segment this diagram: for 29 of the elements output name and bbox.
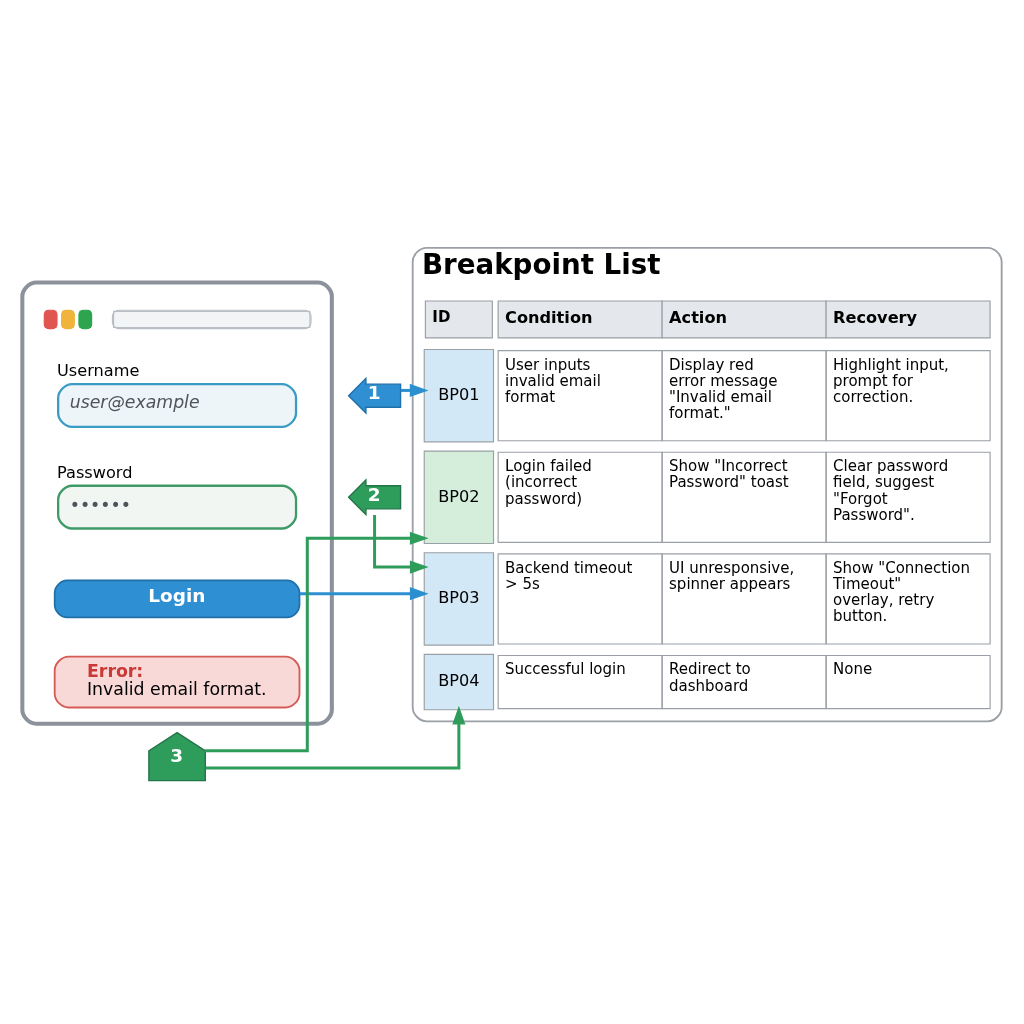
label: Action xyxy=(669,307,728,327)
label: Show "Connection Timeout" overlay, retry button. xyxy=(833,558,971,626)
node-label: Username xyxy=(56,361,140,381)
node-box: BP03 xyxy=(423,552,495,646)
label: Highlight input, prompt for correction. xyxy=(833,355,949,406)
cluster xyxy=(20,280,334,726)
arrow xyxy=(205,531,429,753)
node-box: BP02 xyxy=(423,450,495,545)
arrow xyxy=(205,705,466,770)
label: Display red error message "Invalid email format." xyxy=(669,355,778,423)
node-box: Login xyxy=(53,579,301,619)
label: Condition xyxy=(505,307,593,327)
label: Login failed (incorrect password) xyxy=(505,457,592,508)
node-box: BP04 xyxy=(423,653,495,711)
label: Redirect to dashboard xyxy=(669,660,751,695)
label: Successful login xyxy=(505,660,626,679)
label: Clear password field, suggest "Forgot Password". xyxy=(833,457,949,524)
node-box: BP01 xyxy=(423,348,495,443)
label: Recovery xyxy=(833,307,918,327)
label: ID xyxy=(432,308,451,327)
label: None xyxy=(833,660,873,679)
node-label: Password xyxy=(56,462,133,482)
label: Backend timeout > 5s xyxy=(505,558,633,593)
label: UI unresponsive, spinner appears xyxy=(669,558,795,593)
label: User inputs invalid email format xyxy=(505,355,601,406)
arrow xyxy=(373,514,429,574)
label: Show "Incorrect Password" toast xyxy=(669,457,789,492)
node-box: Error: Invalid email format. xyxy=(53,655,301,709)
arrow xyxy=(299,587,429,601)
